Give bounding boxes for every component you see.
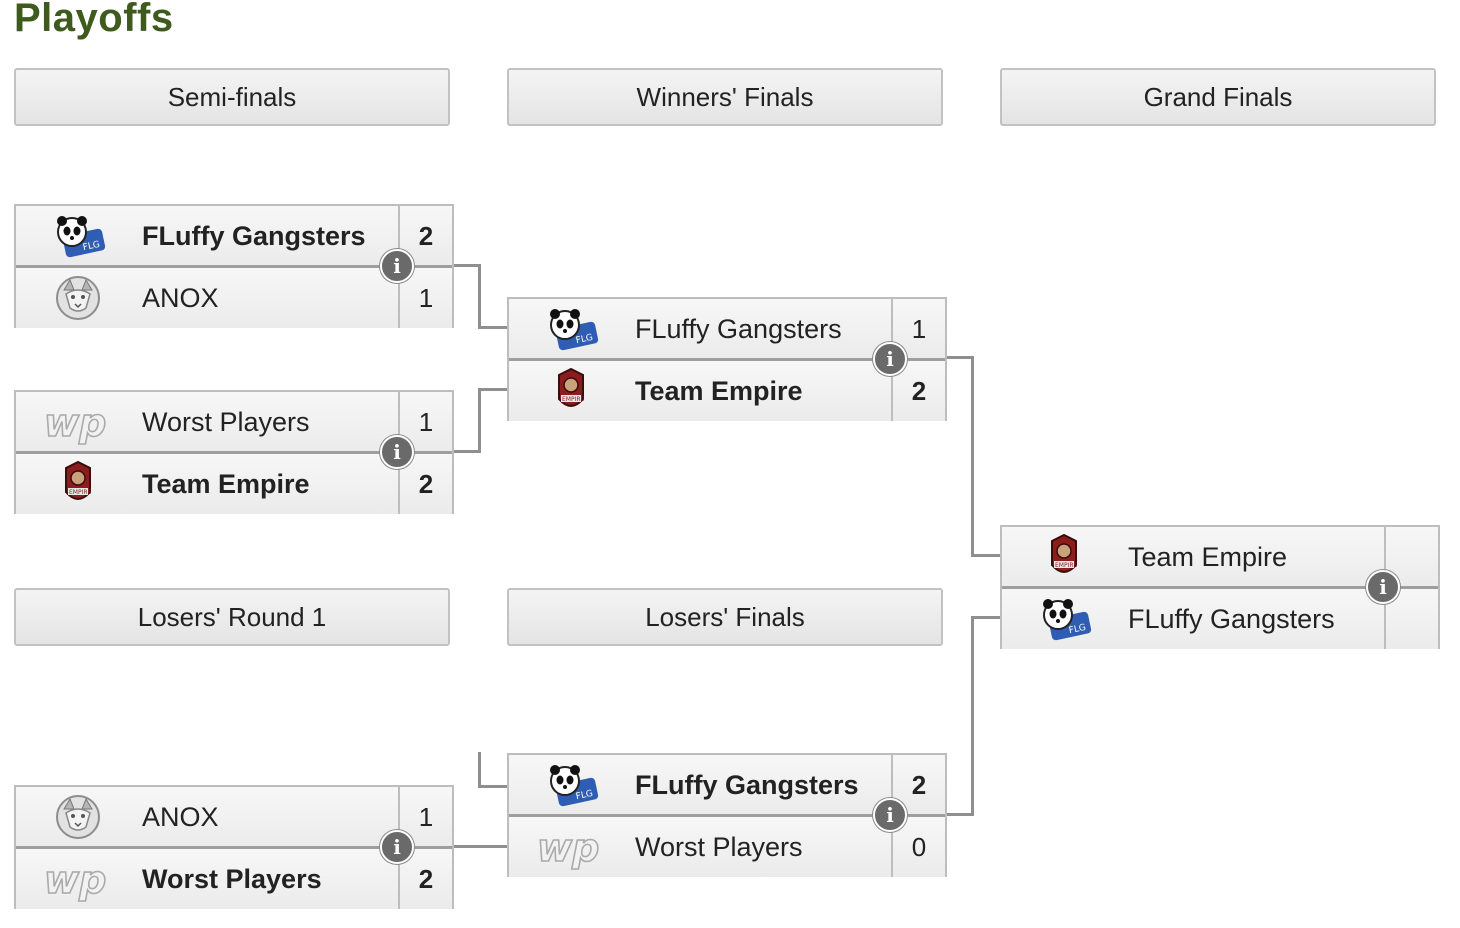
team-score: 1 <box>398 787 452 847</box>
team-name[interactable]: Worst Players <box>635 832 803 862</box>
empire-logo-icon <box>38 460 118 508</box>
connector-line <box>478 388 481 453</box>
match-row[interactable]: Team Empire 2 <box>509 361 945 421</box>
match-row[interactable]: ANOX 1 <box>16 787 452 847</box>
team-score: 2 <box>891 755 945 815</box>
team-score: 2 <box>398 849 452 909</box>
team-name[interactable]: Worst Players <box>142 407 310 437</box>
panda-logo-icon <box>531 761 611 809</box>
connector-line <box>971 616 1001 619</box>
connector-line <box>478 326 508 329</box>
match-semi-final-1: FLuffy Gangsters 2 ANOX 1 <box>14 204 454 328</box>
team-name[interactable]: ANOX <box>142 802 219 832</box>
wp-logo-icon <box>38 855 118 903</box>
team-score: 0 <box>891 817 945 877</box>
connector-line <box>971 616 974 816</box>
match-info-icon[interactable]: i <box>1366 570 1400 604</box>
connector-line <box>971 554 1001 557</box>
match-row[interactable]: FLuffy Gangsters <box>1002 589 1438 649</box>
panda-logo-icon <box>531 305 611 353</box>
match-row[interactable]: FLuffy Gangsters 1 <box>509 299 945 359</box>
match-row[interactable]: Worst Players 2 <box>16 849 452 909</box>
round-header-grand-finals: Grand Finals <box>1000 68 1436 126</box>
match-row[interactable]: FLuffy Gangsters 2 <box>16 206 452 266</box>
connector-line <box>945 356 973 359</box>
connector-line <box>945 813 973 816</box>
team-name[interactable]: Team Empire <box>635 376 803 406</box>
team-name[interactable]: Worst Players <box>142 864 322 894</box>
match-row[interactable]: ANOX 1 <box>16 268 452 328</box>
connector-line <box>478 752 481 788</box>
match-grand-final: Team Empire FLuffy Gangsters <box>1000 525 1440 649</box>
team-score: 1 <box>398 392 452 452</box>
match-info-icon[interactable]: i <box>873 342 907 376</box>
connector-line <box>478 785 508 788</box>
wp-logo-icon <box>531 823 611 871</box>
round-header-losers-finals: Losers' Finals <box>507 588 943 646</box>
empire-logo-icon <box>531 367 611 415</box>
team-score: 2 <box>398 206 452 266</box>
team-score <box>1384 527 1438 587</box>
connector-line <box>971 356 974 556</box>
team-score: 2 <box>891 361 945 421</box>
team-score: 2 <box>398 454 452 514</box>
round-header-winners-finals: Winners' Finals <box>507 68 943 126</box>
page-title: Playoffs <box>14 0 174 40</box>
connector-line <box>452 264 480 267</box>
team-name[interactable]: FLuffy Gangsters <box>635 770 859 800</box>
wp-logo-icon <box>38 398 118 446</box>
panda-logo-icon <box>38 212 118 260</box>
wolf-logo-icon <box>38 274 118 322</box>
panda-logo-icon <box>1024 595 1104 643</box>
team-name[interactable]: FLuffy Gangsters <box>142 221 366 251</box>
connector-line <box>478 388 508 391</box>
match-info-icon[interactable]: i <box>873 798 907 832</box>
round-header-losers-round-1: Losers' Round 1 <box>14 588 450 646</box>
row-divider <box>509 814 945 817</box>
team-name[interactable]: ANOX <box>142 283 219 313</box>
match-info-icon[interactable]: i <box>380 249 414 283</box>
match-row[interactable]: Worst Players 0 <box>509 817 945 877</box>
wolf-logo-icon <box>38 793 118 841</box>
connector-line <box>478 264 481 328</box>
team-name[interactable]: Team Empire <box>1128 542 1288 572</box>
match-info-icon[interactable]: i <box>380 830 414 864</box>
row-divider <box>16 846 452 849</box>
connector-line <box>452 450 480 453</box>
match-losers-final: FLuffy Gangsters 2 Worst Players 0 <box>507 753 947 877</box>
team-name[interactable]: FLuffy Gangsters <box>1128 604 1335 634</box>
team-score <box>1384 589 1438 649</box>
match-row[interactable]: Team Empire <box>1002 527 1438 587</box>
row-divider <box>16 451 452 454</box>
row-divider <box>1002 586 1438 589</box>
empire-logo-icon <box>1024 533 1104 581</box>
match-row[interactable]: Team Empire 2 <box>16 454 452 514</box>
match-row[interactable]: Worst Players 1 <box>16 392 452 452</box>
team-name[interactable]: FLuffy Gangsters <box>635 314 842 344</box>
match-winners-final: FLuffy Gangsters 1 Team Empire 2 <box>507 297 947 421</box>
match-row[interactable]: FLuffy Gangsters 2 <box>509 755 945 815</box>
team-score: 1 <box>398 268 452 328</box>
team-score: 1 <box>891 299 945 359</box>
team-name[interactable]: Team Empire <box>142 469 310 499</box>
match-info-icon[interactable]: i <box>380 435 414 469</box>
round-header-semi-finals: Semi-finals <box>14 68 450 126</box>
connector-line <box>452 845 508 848</box>
row-divider <box>509 358 945 361</box>
row-divider <box>16 265 452 268</box>
